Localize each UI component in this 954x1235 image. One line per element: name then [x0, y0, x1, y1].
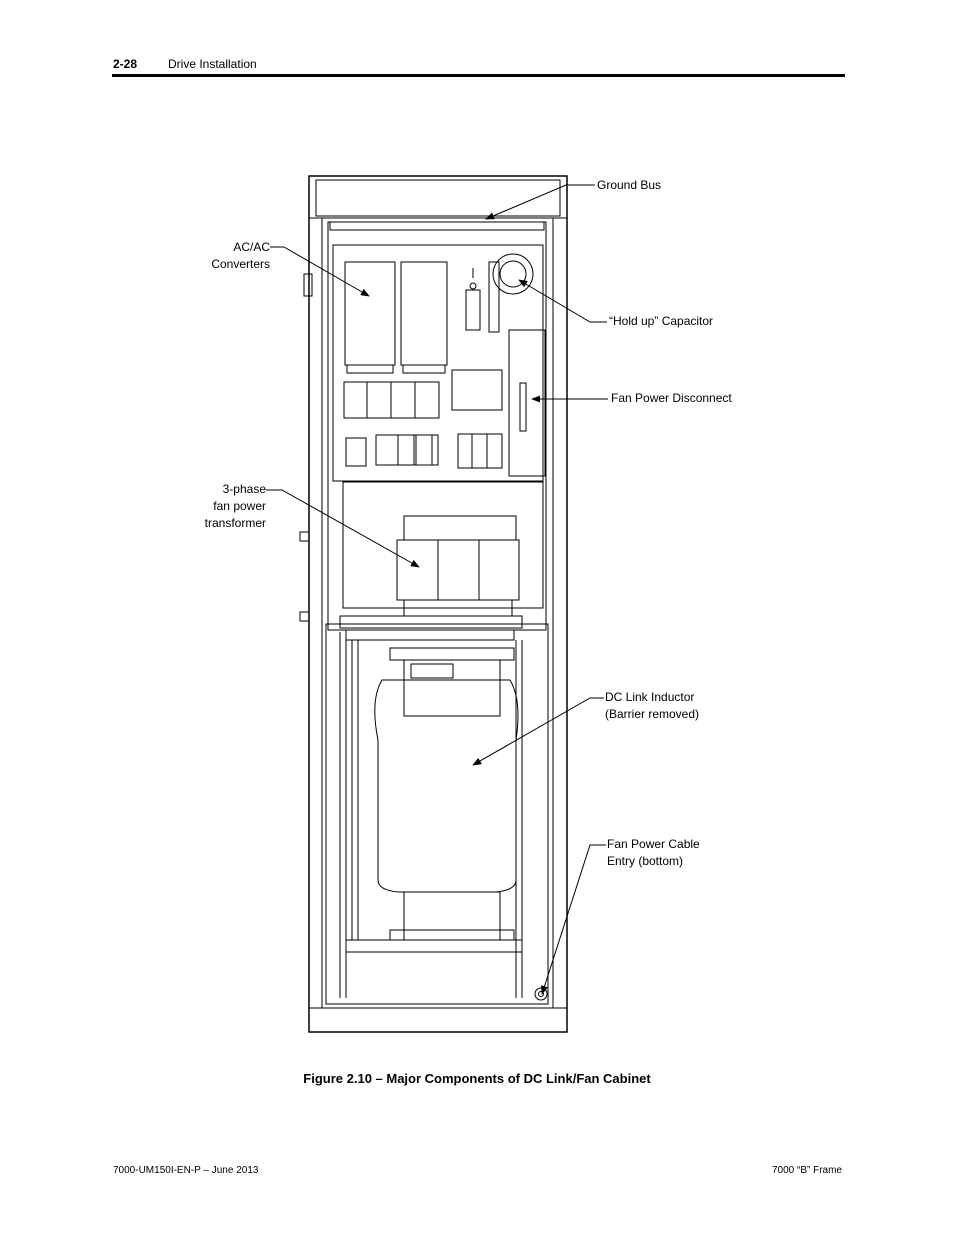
- callout-fan-power-disconnect: Fan Power Disconnect: [611, 391, 732, 405]
- upper-compartment: [327, 221, 547, 631]
- callout-acac-converters: AC/AC Converters: [211, 240, 270, 271]
- callout-dc-link-inductor: DC Link Inductor (Barrier removed): [605, 690, 700, 721]
- leader-ground-bus: [485, 184, 595, 220]
- leader-inductor: [472, 697, 604, 766]
- leader-capacitor: [518, 279, 607, 323]
- leader-acac: [270, 246, 370, 297]
- figure-caption: Figure 2.10 – Major Components of DC Lin…: [303, 1071, 651, 1086]
- callout-fan-cable-entry: Fan Power Cable Entry (bottom): [607, 837, 700, 868]
- callout-holdup-capacitor: “Hold up” Capacitor: [609, 314, 714, 328]
- page-number: 2-28: [113, 57, 138, 71]
- footer-doc-id: 7000-UM150I-EN-P – June 2013: [113, 1165, 259, 1176]
- leader-cable-entry: [541, 844, 606, 995]
- callout-transformer: 3-phase fan power transformer: [204, 482, 266, 530]
- ground-bus: [329, 221, 545, 231]
- header-rule: [112, 74, 845, 77]
- fan-power-disconnect: [508, 329, 546, 477]
- acac-converter-2: [400, 261, 448, 366]
- fan-power-transformer: [396, 539, 520, 601]
- lower-compartment: [325, 623, 549, 1005]
- holdup-capacitor: [492, 253, 534, 295]
- transformer-panel: [342, 481, 544, 609]
- cabinet-outline: [308, 175, 568, 1033]
- fan-cable-entry: [534, 987, 548, 1001]
- section-title: Drive Installation: [168, 57, 257, 71]
- footer-frame: 7000 “B” Frame: [771, 1165, 842, 1176]
- acac-converter-1: [344, 261, 396, 366]
- dc-link-inductor: [374, 679, 519, 893]
- leader-transformer: [266, 489, 420, 568]
- callout-ground-bus: Ground Bus: [597, 178, 662, 192]
